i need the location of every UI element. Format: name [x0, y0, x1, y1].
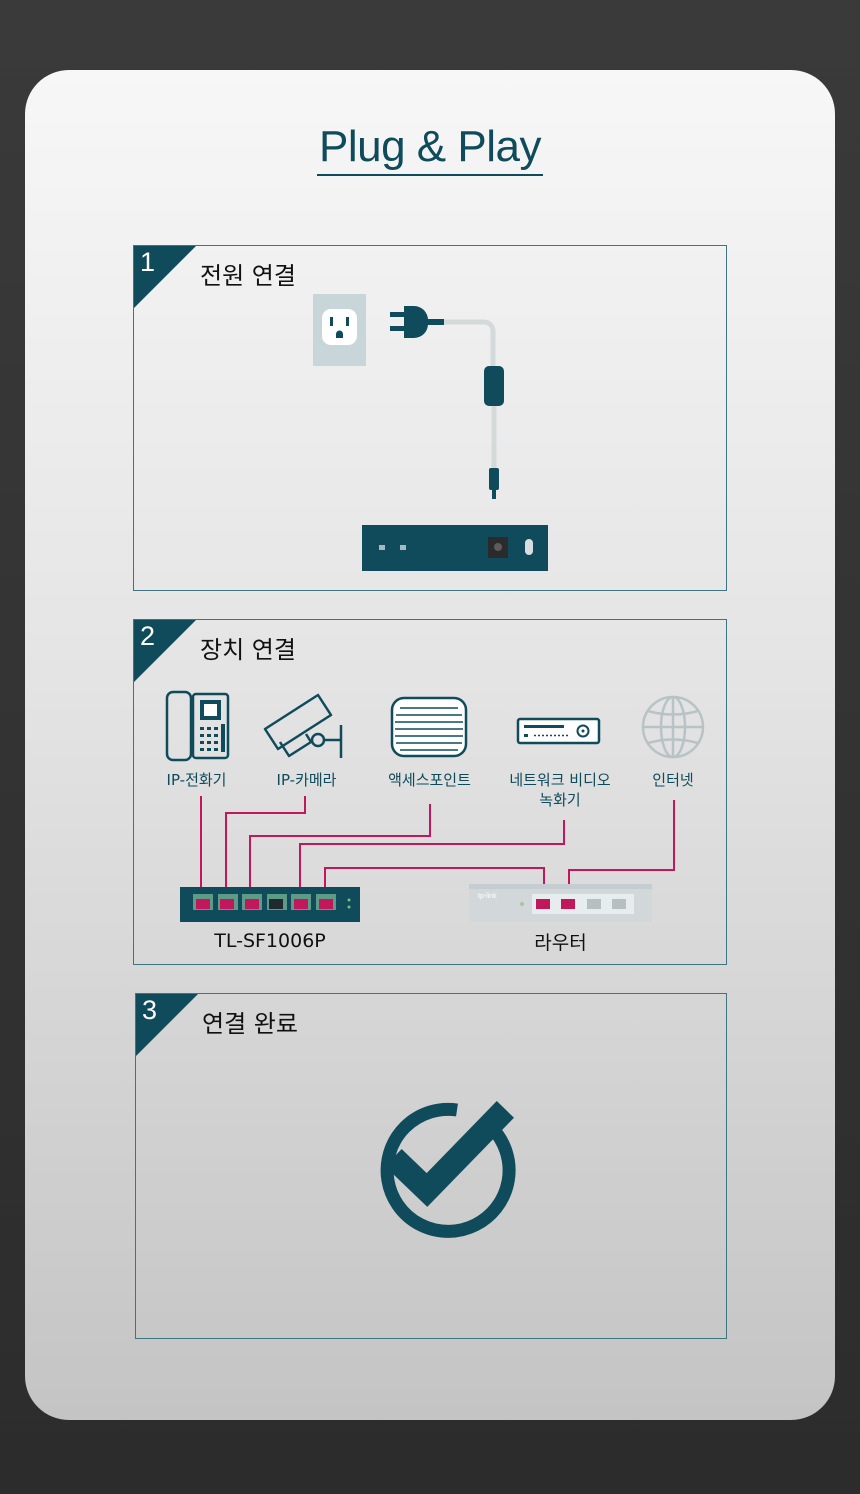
ip-phone-icon — [165, 690, 230, 762]
router-brand-text: tp-link — [478, 893, 497, 900]
network-cables — [200, 796, 675, 890]
switch-front-icon — [180, 887, 360, 922]
device-connection-diagram: tp-link — [165, 690, 705, 922]
power-connection-illustration — [313, 294, 548, 571]
label-switch-model: TL-SF1006P — [214, 930, 326, 952]
label-ip-phone: IP-전화기 — [166, 771, 227, 789]
switch-rear-icon — [362, 525, 548, 571]
nvr-icon — [516, 717, 601, 745]
internet-globe-icon — [641, 695, 705, 759]
label-ip-camera: IP-카메라 — [276, 771, 337, 789]
label-router: 라우터 — [534, 932, 587, 954]
checkmark-circle-icon — [380, 1101, 516, 1238]
label-access-point: 액세스포인트 — [388, 771, 471, 789]
step-1-panel: 1 전원 연결 — [133, 245, 727, 591]
power-plug-icon — [390, 306, 444, 338]
completion-illustration — [380, 1101, 516, 1238]
access-point-icon — [390, 696, 468, 758]
plug-and-play-card: Plug & Play 1 전원 연결 — [25, 70, 835, 1420]
page-title: Plug & Play — [25, 122, 835, 176]
label-nvr: 네트워크 비디오 녹화기 — [509, 771, 611, 809]
label-internet: 인터넷 — [652, 771, 694, 789]
step-2-title: 장치 연결 — [200, 636, 296, 664]
wall-outlet-icon — [313, 294, 366, 366]
ip-camera-icon — [263, 693, 343, 758]
page-title-text: Plug & Play — [317, 122, 543, 176]
step-1-title: 전원 연결 — [200, 262, 296, 290]
power-adapter-icon — [484, 366, 504, 406]
router-icon: tp-link — [469, 884, 652, 922]
step-3-title: 연결 완료 — [202, 1010, 298, 1038]
step-3-panel: 3 연결 완료 — [135, 993, 727, 1339]
step-2-panel: 2 장치 연결 — [133, 619, 727, 965]
step-1-number: 1 — [140, 247, 156, 277]
step-3-number: 3 — [142, 995, 158, 1025]
step-2-number: 2 — [140, 621, 156, 651]
